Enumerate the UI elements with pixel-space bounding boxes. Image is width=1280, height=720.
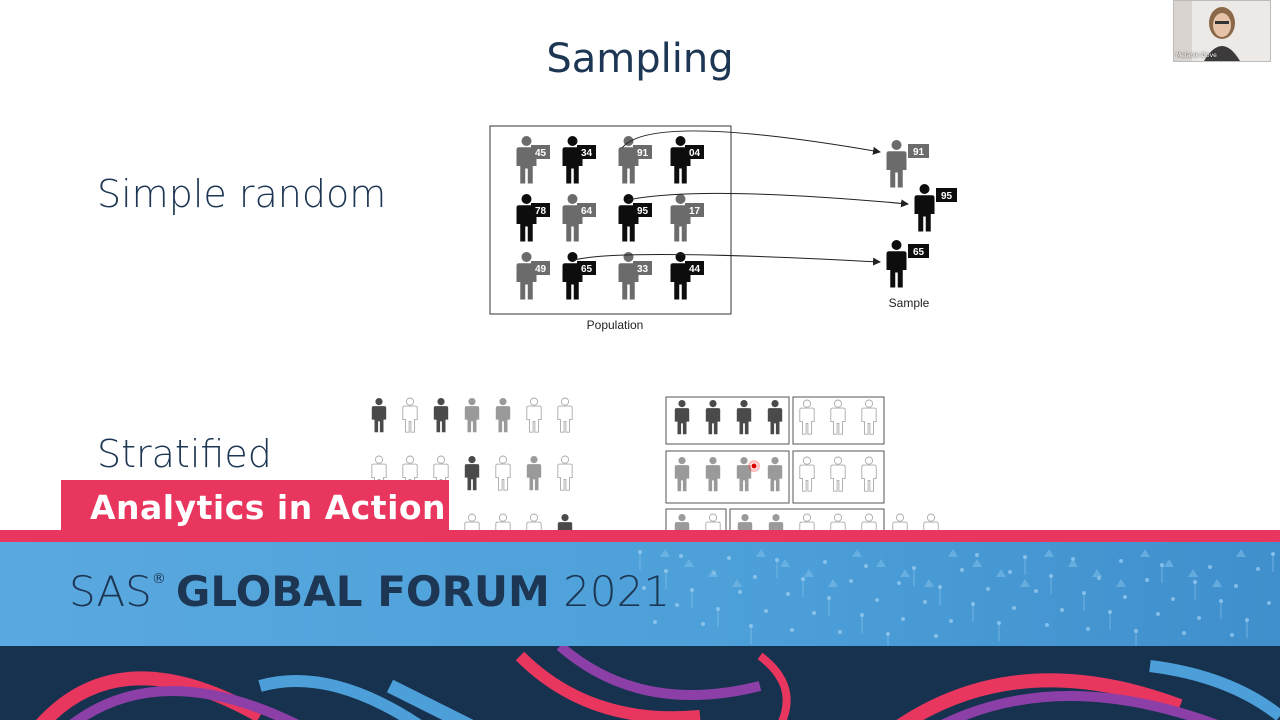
- person-id-label: 33: [637, 264, 649, 275]
- person-id-label: 91: [913, 147, 925, 158]
- stratum-person: [830, 513, 846, 530]
- stratum-person: [830, 456, 846, 492]
- population-person: 91: [618, 136, 652, 184]
- pink-divider: [0, 530, 1280, 542]
- population-person: 78: [516, 194, 550, 242]
- event-title: SAS® GLOBAL FORUM 2021: [69, 567, 670, 616]
- population-person: 34: [562, 136, 596, 184]
- stratum-person: [736, 400, 752, 435]
- sample-person: 65: [886, 240, 929, 288]
- stratum-person: [705, 400, 721, 435]
- sample-person: 91: [886, 140, 929, 188]
- event-year: 2021: [563, 567, 671, 616]
- person-id-label: 65: [913, 247, 925, 258]
- stratum-box: [665, 450, 790, 504]
- stratum-person: [861, 513, 877, 530]
- stratum-box: [729, 508, 885, 530]
- sample-label: Sample: [889, 296, 930, 310]
- stratum-person: [737, 514, 753, 530]
- stratum-person: [923, 513, 939, 530]
- person-id-label: 95: [637, 206, 649, 217]
- event-name: GLOBAL FORUM: [175, 567, 550, 616]
- stratum-person: [674, 457, 690, 492]
- stratum-person: [768, 514, 784, 530]
- person-id-label: 34: [581, 148, 593, 159]
- stratum-person: [705, 513, 721, 530]
- stratified-person: [557, 397, 573, 433]
- decorative-footer: [0, 646, 1280, 720]
- stratum-person: [705, 457, 721, 492]
- population-person: 33: [618, 252, 652, 300]
- person-id-label: 65: [581, 264, 593, 275]
- stratum-person: [892, 513, 908, 530]
- person-id-label: 45: [535, 148, 547, 159]
- stratum-person: [861, 399, 877, 435]
- population-person: 65: [562, 252, 596, 300]
- stratum-box: [792, 450, 885, 504]
- registered-mark: ®: [151, 571, 166, 587]
- stratified-person: [557, 455, 573, 491]
- stratified-person: [495, 513, 511, 530]
- analytics-in-action-tag: Analytics in Action: [61, 480, 449, 538]
- stratified-person: [526, 456, 542, 491]
- population-person: 49: [516, 252, 550, 300]
- selection-arrow: [621, 130, 881, 155]
- stratified-person: [526, 397, 542, 433]
- stratified-person: [371, 398, 387, 433]
- stratified-person: [495, 398, 511, 433]
- stratum-person: [767, 400, 783, 435]
- stratified-person: [495, 455, 511, 491]
- person-id-label: 64: [581, 206, 593, 217]
- person-id-label: 49: [535, 264, 547, 275]
- slide-title: Sampling: [546, 36, 734, 82]
- person-id-label: 17: [689, 206, 701, 217]
- selection-arrow: [627, 192, 909, 208]
- person-id-label: 95: [941, 191, 953, 202]
- stratified-person: [433, 398, 449, 433]
- population-person: 44: [670, 252, 704, 300]
- presenter-video-frame: [1174, 1, 1270, 61]
- stratum-person: [799, 399, 815, 435]
- stratum-person: [674, 514, 690, 530]
- person-id-label: 91: [637, 148, 649, 159]
- stratified-person: [557, 514, 573, 530]
- population-person: 45: [516, 136, 550, 184]
- stratum-person: [799, 456, 815, 492]
- population-box: [489, 125, 732, 315]
- stratified-person: [464, 513, 480, 530]
- stratified-person: [464, 456, 480, 491]
- simple-random-label: Simple random: [97, 172, 387, 216]
- stratum-person: [861, 456, 877, 492]
- stratified-person: [526, 513, 542, 530]
- stratum-box: [792, 396, 885, 445]
- stratum-person: [767, 457, 783, 492]
- footer-swirls: [36, 646, 1280, 720]
- stratum-person: [830, 399, 846, 435]
- population-person: 17: [670, 194, 704, 242]
- selection-arrow: [573, 253, 881, 266]
- stratum-person: [799, 513, 815, 530]
- population-label: Population: [587, 318, 644, 332]
- person-id-label: 78: [535, 206, 547, 217]
- sample-person: 95: [914, 184, 957, 232]
- stratified-person: [402, 397, 418, 433]
- population-person: 04: [670, 136, 704, 184]
- brand-sas: SAS: [69, 567, 152, 616]
- population-person: 95: [618, 194, 652, 242]
- stratum-person: [736, 457, 752, 492]
- person-id-label: 04: [689, 148, 701, 159]
- population-person: 64: [562, 194, 596, 242]
- event-banner: SAS® GLOBAL FORUM 2021: [0, 542, 1280, 646]
- banner-dot-pattern: [638, 549, 1275, 646]
- presenter-name: Melanie Dove: [1176, 52, 1217, 59]
- analytics-in-action-text: Analytics in Action: [90, 488, 447, 527]
- person-id-label: 44: [689, 264, 701, 275]
- stratum-box: [665, 396, 790, 445]
- stratified-label: Stratified: [97, 432, 272, 476]
- presenter-webcam: Melanie Dove: [1173, 0, 1271, 62]
- stratum-person: [674, 400, 690, 435]
- stratified-person: [464, 398, 480, 433]
